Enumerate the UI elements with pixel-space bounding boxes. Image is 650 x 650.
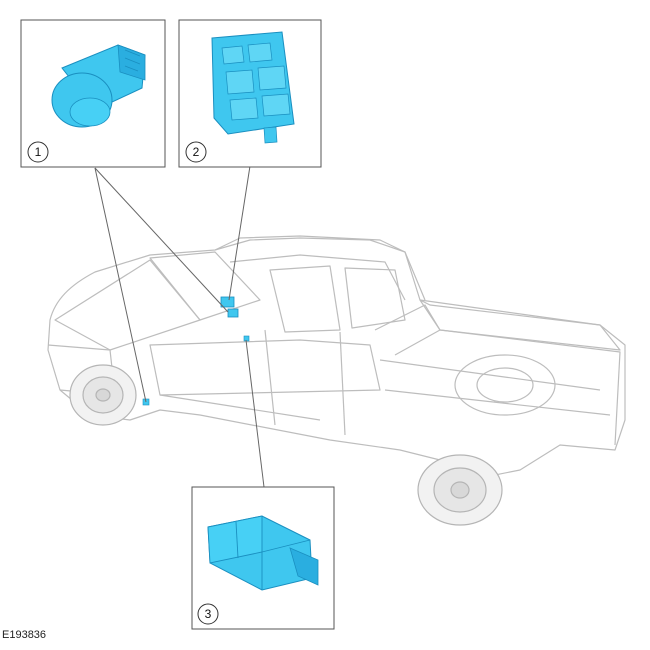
switch-module-icon [207, 515, 319, 591]
vehicle-highlights [142, 296, 250, 406]
rear-wheel [417, 454, 503, 526]
callout-box-1: 1 [20, 19, 166, 168]
pickup-truck [47, 235, 626, 481]
figure-id: E193836 [2, 629, 47, 641]
body-control-module-icon [211, 31, 295, 144]
callout-number-2: 2 [193, 145, 200, 159]
callout-number-1: 1 [35, 145, 42, 159]
callout-circle-1 [27, 141, 49, 163]
callout-circle-2 [185, 141, 207, 163]
leader-lines [94, 165, 265, 488]
front-wheel [69, 364, 137, 426]
parking-sensor-icon [51, 44, 146, 128]
callout-box-2: 2 [178, 19, 322, 168]
callout-box-3: 3 [191, 486, 335, 630]
callout-number-3: 3 [205, 607, 212, 621]
callout-circle-3 [197, 603, 219, 625]
